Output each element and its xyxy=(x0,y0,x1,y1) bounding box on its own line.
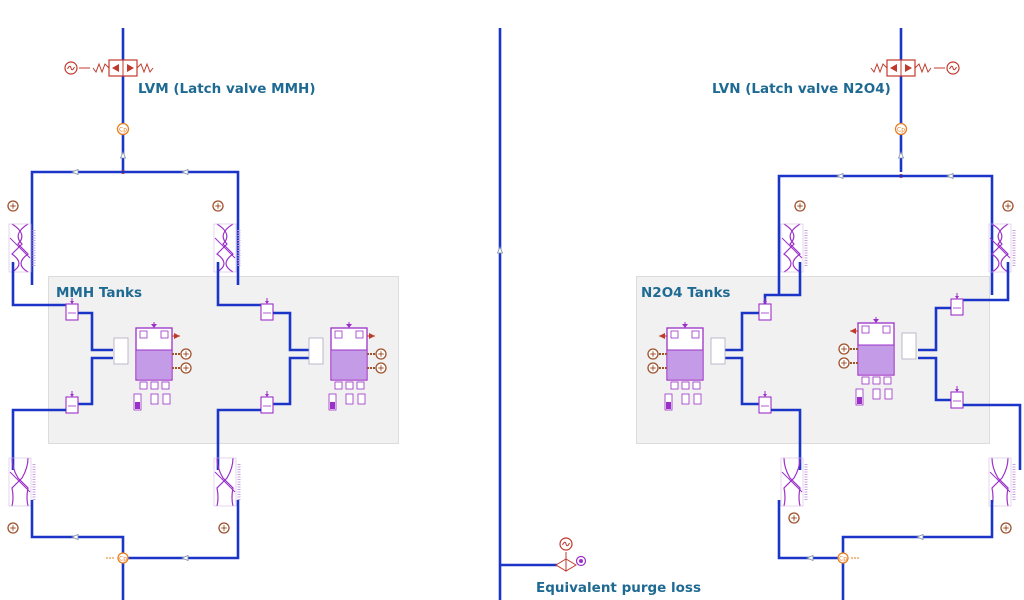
mmh-tank-2-in xyxy=(273,311,311,352)
lvm-label: LVM (Latch valve MMH) xyxy=(138,81,316,97)
lvn-latch-valve-icon xyxy=(870,59,945,77)
n2o4-tank-2-out xyxy=(918,356,951,402)
n2o4-bottom-gauge-1 xyxy=(788,512,800,524)
mmh-feed-2 xyxy=(216,262,267,307)
tank-gauge-icon xyxy=(375,362,387,374)
mmh-line-2-icon xyxy=(213,223,241,273)
mmh-top-gauge-1 xyxy=(7,200,19,212)
flow-marker xyxy=(805,554,814,562)
tank-gauge-icon xyxy=(838,343,850,355)
flow-marker xyxy=(945,172,954,180)
n2o4-tank-2-in xyxy=(918,306,951,352)
lvn-label: LVN (Latch valve N2O4) xyxy=(712,81,891,97)
mmh-flow-sensor-1 xyxy=(65,298,79,321)
n2o4-top-gauge-2 xyxy=(1002,200,1014,212)
n2o4-port-icon: Cp xyxy=(894,122,908,136)
mmh-tank-2-out xyxy=(273,356,311,406)
svg-text:Cp: Cp xyxy=(839,556,847,563)
svg-text:Cp: Cp xyxy=(119,556,127,563)
purge-sensor-icon xyxy=(559,537,573,551)
n2o4-drain-2 xyxy=(963,403,1022,470)
n2o4-bottom-gauge-2 xyxy=(1000,522,1012,534)
purge-orifice-dot xyxy=(579,559,583,563)
mmh-flow-sensor-3 xyxy=(65,391,79,414)
n2o4-tank-1-icon xyxy=(659,322,726,411)
n2o4-line-3-icon xyxy=(780,457,808,507)
mmh-tank-1-in xyxy=(78,311,113,352)
tank-gauge-icon xyxy=(647,348,659,360)
mmh-top-header xyxy=(30,170,240,285)
tank-gauge-icon xyxy=(180,348,192,360)
n2o4-flow-sensor-4 xyxy=(950,386,964,409)
tank-gauge-icon xyxy=(180,362,192,374)
purge-loss-label: Equivalent purge loss xyxy=(536,580,702,596)
mmh-top-gauge-2 xyxy=(212,200,224,212)
lvm-latch-valve-icon xyxy=(79,59,154,77)
n2o4-top-header xyxy=(777,174,994,295)
mmh-line-4-icon xyxy=(213,457,241,507)
n2o4-line-1-icon xyxy=(780,223,808,273)
latch-sensor-icon xyxy=(64,61,78,75)
flow-marker xyxy=(119,150,127,159)
flow-marker xyxy=(835,172,844,180)
mmh-bottom-gauge-1 xyxy=(7,522,19,534)
mmh-flow-sensor-4 xyxy=(260,391,274,414)
mmh-port-icon: Cp xyxy=(116,122,130,136)
latch-sensor-icon xyxy=(946,61,960,75)
mmh-tank-1-out xyxy=(78,356,113,406)
n2o4-bottom-header xyxy=(777,500,994,560)
flow-marker xyxy=(180,554,189,562)
n2o4-outlet-port-icon: Cp xyxy=(837,552,860,564)
n2o4-line-4-icon xyxy=(988,457,1016,507)
mmh-line-3-icon xyxy=(8,457,36,507)
purge-valve-icon xyxy=(555,552,577,572)
n2o4-drain-1 xyxy=(771,408,802,470)
flow-marker xyxy=(70,168,79,176)
mmh-flow-sensor-2 xyxy=(260,298,274,321)
mmh-bottom-header xyxy=(30,500,240,560)
svg-text:Cp: Cp xyxy=(119,127,127,134)
n2o4-feed-2 xyxy=(957,262,1010,302)
tank-gauge-icon xyxy=(375,348,387,360)
flow-marker xyxy=(915,533,924,541)
flow-marker xyxy=(70,533,79,541)
mmh-drain-1 xyxy=(11,408,66,470)
svg-text:Cp: Cp xyxy=(897,127,905,134)
flow-marker xyxy=(496,245,504,254)
mmh-tank-2-icon xyxy=(308,322,375,411)
n2o4-flow-sensor-3 xyxy=(758,391,772,414)
flow-marker xyxy=(180,168,189,176)
mmh-feed-1 xyxy=(11,262,72,307)
mmh-drain-2 xyxy=(216,408,261,470)
mmh-outlet-port-icon: Cp xyxy=(106,552,129,564)
tank-gauge-icon xyxy=(838,357,850,369)
mmh-bottom-gauge-2 xyxy=(218,522,230,534)
n2o4-tank-1-in xyxy=(722,311,759,352)
tank-gauge-icon xyxy=(647,362,659,374)
n2o4-flow-sensor-2 xyxy=(950,293,964,316)
n2o4-tank-1-out xyxy=(722,356,759,406)
n2o4-tank-2-icon xyxy=(850,317,917,406)
n2o4-line-2-icon xyxy=(988,223,1016,273)
n2o4-flow-sensor-1 xyxy=(758,298,772,321)
n2o4-top-gauge-1 xyxy=(794,200,806,212)
mmh-line-1-icon xyxy=(8,223,36,273)
flow-marker xyxy=(897,150,905,159)
mmh-tank-1-icon xyxy=(113,322,180,411)
mmh-tanks-label: MMH Tanks xyxy=(56,285,143,301)
n2o4-tanks-label: N2O4 Tanks xyxy=(641,285,731,301)
